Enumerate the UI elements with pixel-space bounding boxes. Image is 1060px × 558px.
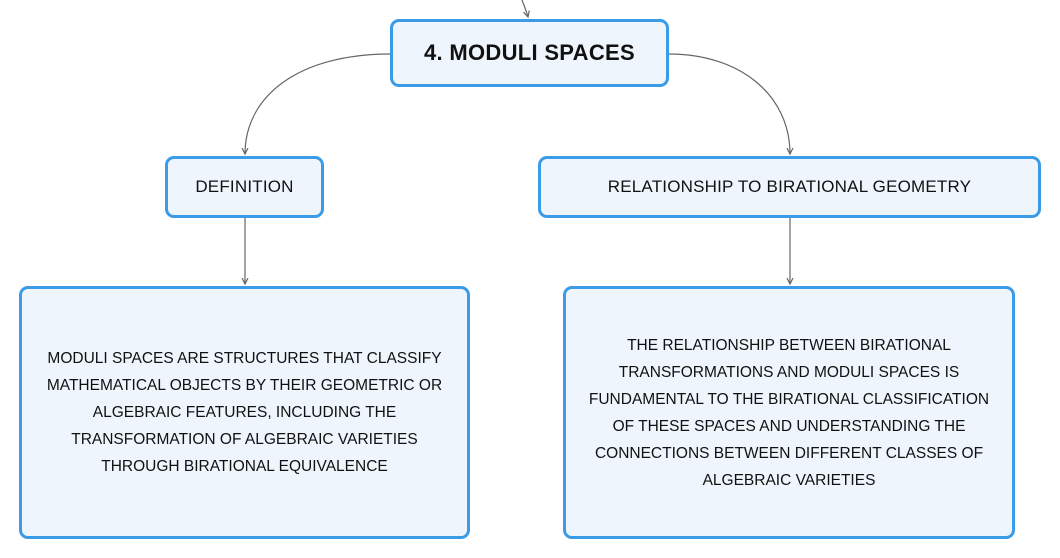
branch-label: RELATIONSHIP TO BIRATIONAL GEOMETRY	[607, 177, 972, 196]
root-node[interactable]: 4. MODULI SPACES	[390, 19, 669, 87]
branch-node-relationship[interactable]: RELATIONSHIP TO BIRATIONAL GEOMETRY	[538, 156, 1041, 218]
root-title: 4. MODULI SPACES	[424, 40, 635, 65]
incoming-edge	[521, 0, 528, 17]
edge-root-to-relationship	[668, 53, 790, 154]
branch-node-definition[interactable]: DEFINITION	[165, 156, 324, 218]
detail-text: THE RELATIONSHIP BETWEEN BIRATIONAL TRAN…	[588, 336, 990, 489]
detail-node-relationship[interactable]: THE RELATIONSHIP BETWEEN BIRATIONAL TRAN…	[563, 286, 1015, 539]
edge-root-to-definition	[245, 53, 391, 154]
detail-text: MODULI SPACES ARE STRUCTURES THAT CLASSI…	[46, 350, 443, 475]
detail-node-definition[interactable]: MODULI SPACES ARE STRUCTURES THAT CLASSI…	[19, 286, 470, 539]
branch-label: DEFINITION	[195, 177, 294, 196]
